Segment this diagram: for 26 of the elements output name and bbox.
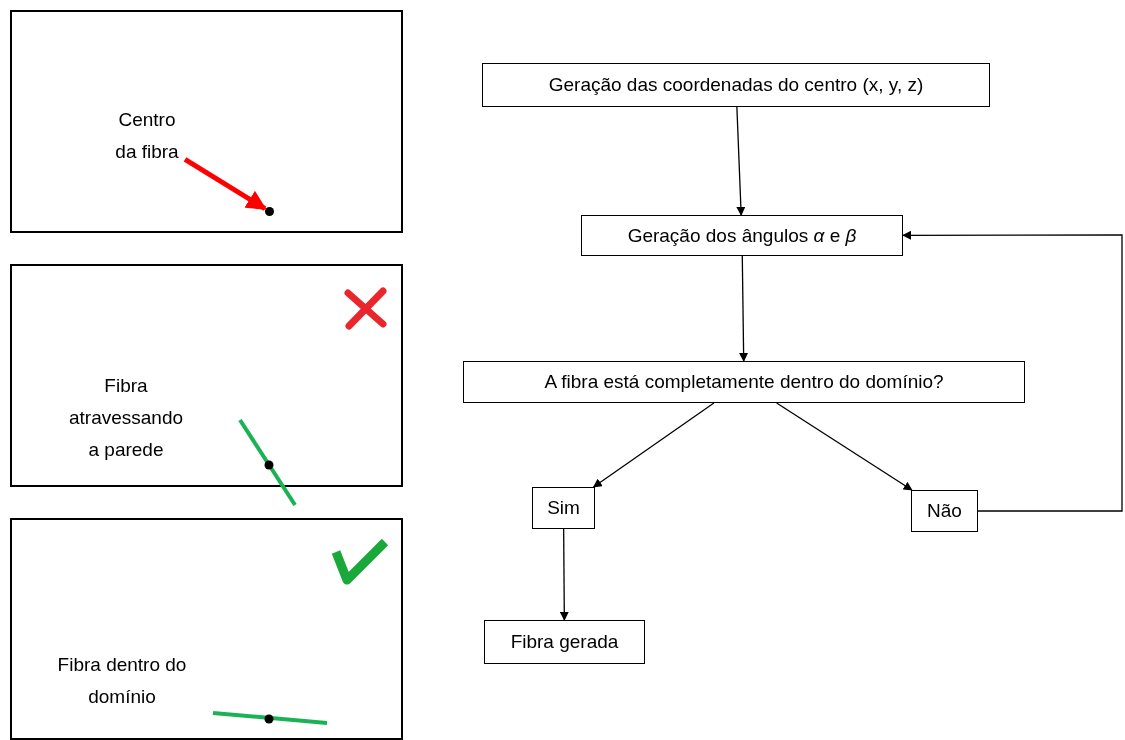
process-box bbox=[463, 361, 1025, 403]
arrow bbox=[902, 230, 1123, 512]
arrow bbox=[739, 255, 749, 362]
arrow bbox=[559, 528, 569, 621]
step-text: Não bbox=[927, 500, 962, 522]
process-box bbox=[581, 215, 903, 256]
step-text: Sim bbox=[547, 497, 580, 519]
arrow bbox=[592, 402, 715, 488]
panel-caption: Centro da fibra bbox=[109, 104, 185, 168]
arrow bbox=[776, 402, 913, 491]
step-text: Geração dos ângulos α e β bbox=[627, 224, 857, 247]
arrow bbox=[736, 106, 746, 216]
panel-caption: Fibra atravessando a parede bbox=[67, 374, 185, 462]
step-text: Geração das coordenadas do centro (x, y, z) bbox=[548, 74, 924, 96]
process-box bbox=[532, 487, 595, 529]
panel-frame bbox=[10, 518, 403, 740]
arrow bbox=[183, 157, 267, 211]
step-text: Fibra gerada bbox=[510, 631, 619, 653]
panel-caption: Fibra dentro do domínio bbox=[56, 653, 188, 709]
step-text: A fibra está completamente dentro do domínio? bbox=[544, 371, 944, 393]
process-box bbox=[482, 63, 990, 107]
process-box bbox=[911, 490, 978, 532]
panel-frame bbox=[10, 264, 403, 487]
process-box bbox=[484, 620, 645, 664]
panel-frame bbox=[10, 10, 403, 233]
fiber-center-dot bbox=[265, 207, 274, 216]
